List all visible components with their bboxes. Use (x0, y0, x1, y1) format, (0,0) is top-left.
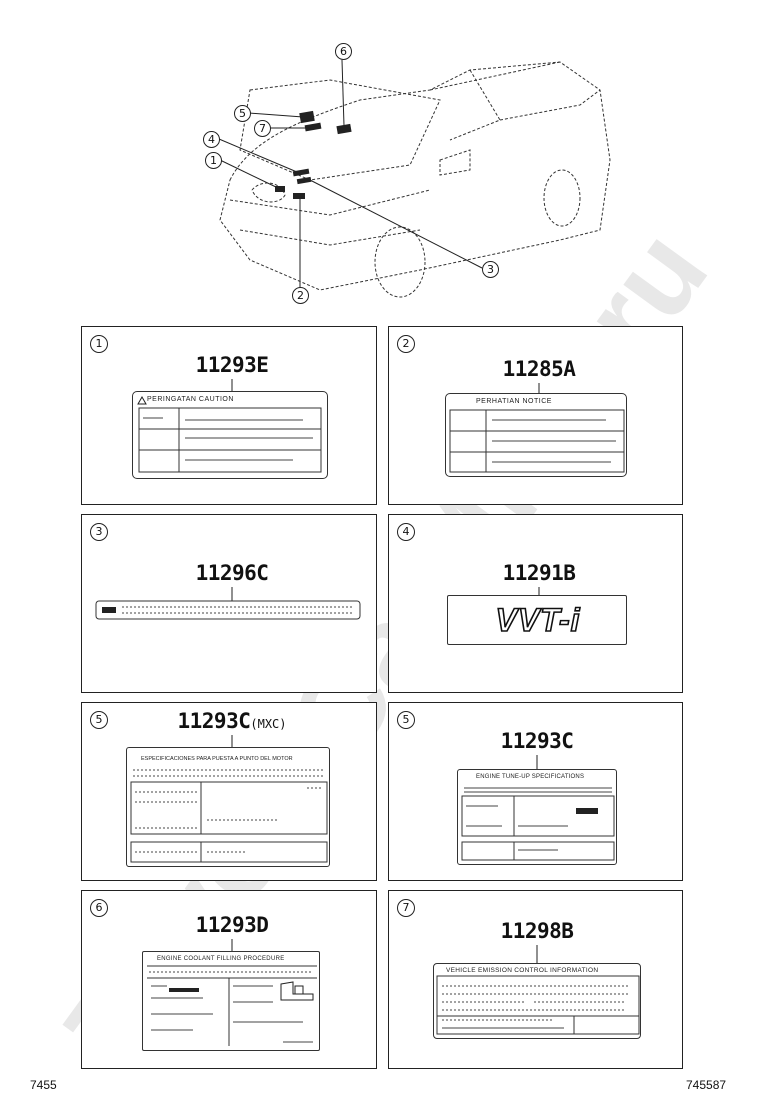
label-title: ENGINE TUNE-UP SPECIFICATIONS (476, 774, 585, 780)
item-number: 5 (90, 711, 108, 729)
callout-1: 1 (205, 152, 222, 169)
panel-label-6: 6 11293D ENGINE COOLANT FILLING PROCEDUR… (81, 890, 377, 1069)
panel-label-2: 2 11285A PERHATIAN NOTICE (388, 326, 683, 505)
label-title: ENGINE COOLANT FILLING PROCEDURE (157, 956, 285, 962)
panel-label-5-mxc: 5 11293C(MXC) ESPECIFICACIONES PARA PUES… (81, 702, 377, 881)
callout-2: 2 (292, 287, 309, 304)
part-number: 11293C(MXC) (177, 709, 287, 733)
panel-label-1: 1 11293E PERINGATAN CAUTION (81, 326, 377, 505)
item-number: 2 (397, 335, 415, 353)
item-number: 1 (90, 335, 108, 353)
callout-5: 5 (234, 105, 251, 122)
notice-label: PERHATIAN NOTICE (445, 393, 627, 477)
part-number: 11293E (195, 353, 269, 377)
emission-label: VEHICLE EMISSION CONTROL INFORMATION (433, 963, 641, 1039)
panel-label-5: 5 11293C ENGINE TUNE-UP SPECIFICATIONS (388, 702, 683, 881)
caution-label: PERINGATAN CAUTION (132, 391, 328, 479)
tuneup-label-mxc: ESPECIFICACIONES PARA PUESTA A PUNTO DEL… (126, 747, 330, 867)
callout-7: 7 (254, 120, 271, 137)
part-number: 11293C (500, 729, 574, 753)
item-number: 5 (397, 711, 415, 729)
label-title: PERINGATAN CAUTION (147, 396, 234, 403)
figure-id-right: 745587 (686, 1078, 727, 1092)
item-number: 4 (397, 523, 415, 541)
callout-6: 6 (335, 43, 352, 60)
item-number: 6 (90, 899, 108, 917)
figure-id-left: 7455 (30, 1078, 57, 1092)
label-title: ESPECIFICACIONES PARA PUESTA A PUNTO DEL… (141, 756, 293, 762)
callout-4: 4 (203, 131, 220, 148)
label-title: VEHICLE EMISSION CONTROL INFORMATION (446, 967, 599, 974)
part-number: 11298B (500, 919, 574, 943)
vvti-badge: VVT-i (447, 595, 627, 645)
part-number: 11293D (195, 913, 269, 937)
label-title: PERHATIAN NOTICE (476, 398, 552, 405)
part-number: 11285A (502, 357, 576, 381)
item-number: 3 (90, 523, 108, 541)
panel-label-3: 3 11296C (81, 514, 377, 693)
part-number: 11291B (502, 561, 576, 585)
panel-label-4: 4 11291B VVT-i (388, 514, 683, 693)
vvti-logo: VVT-i (495, 601, 581, 639)
vehicle-illustration (218, 59, 611, 298)
item-number: 7 (397, 899, 415, 917)
panel-label-7: 7 11298B VEHICLE EMISSION CONTROL INFORM… (388, 890, 683, 1069)
coolant-label: ENGINE COOLANT FILLING PROCEDURE (142, 951, 320, 1051)
tuneup-label: ENGINE TUNE-UP SPECIFICATIONS (457, 769, 617, 865)
callout-3: 3 (482, 261, 499, 278)
part-number: 11296C (195, 561, 269, 585)
